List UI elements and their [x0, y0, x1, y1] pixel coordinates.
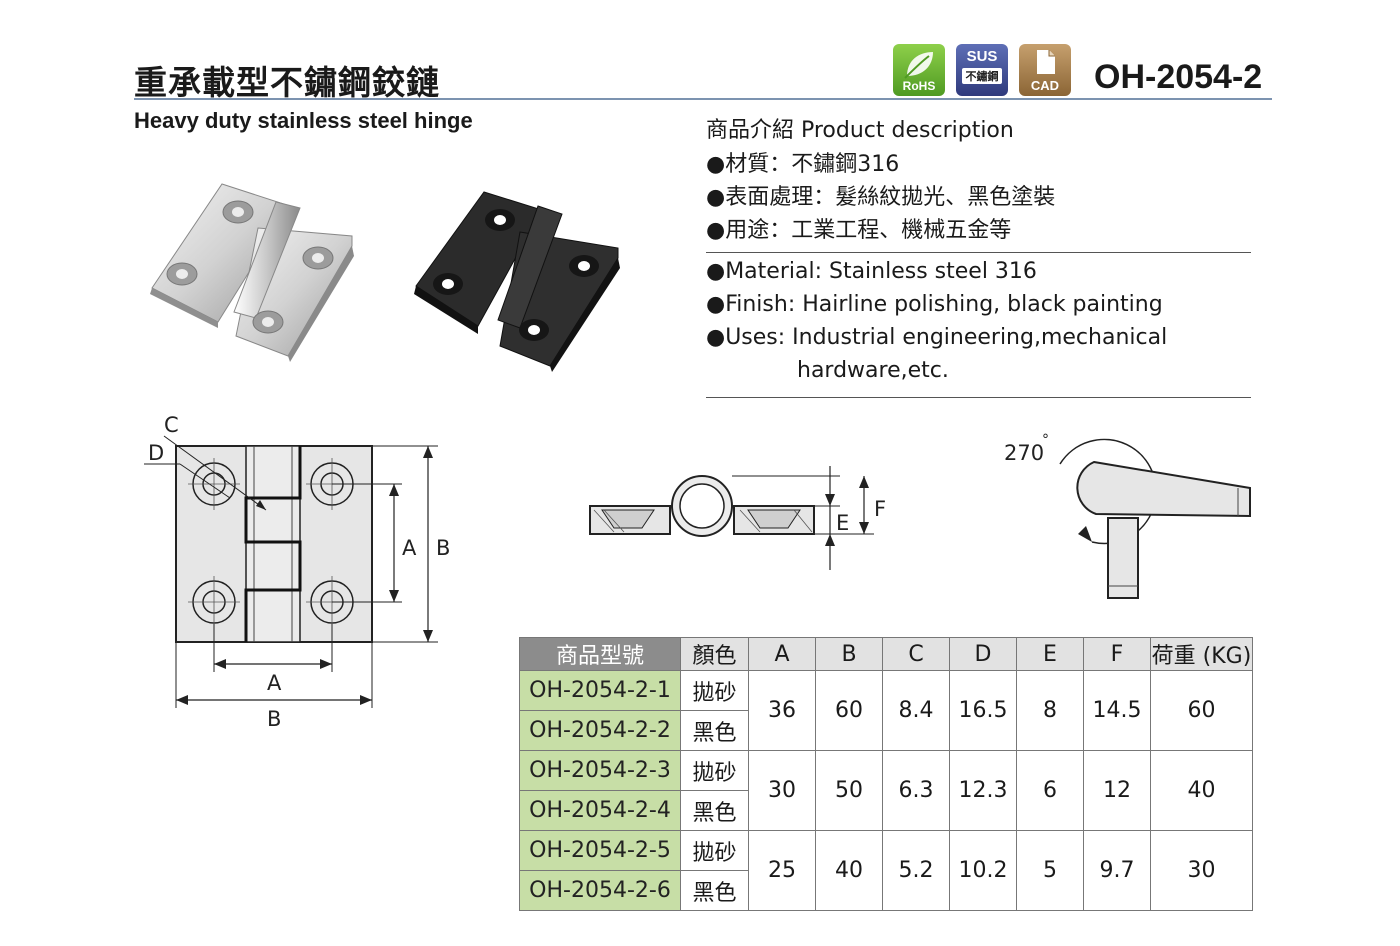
dimension-label-b-horizontal: B: [267, 707, 281, 731]
value-d: 10.2: [949, 830, 1017, 911]
table-row: OH-2054-2-4 黑色: [519, 790, 1253, 831]
table-row: OH-2054-2-6 黑色: [519, 870, 1253, 911]
value-b: 40: [815, 830, 883, 911]
table-row: OH-2054-2-1 拋砂 36 60 8.4 16.5 8 14.5 60: [519, 670, 1253, 751]
header-c: C: [882, 637, 950, 671]
value-load: 30: [1150, 830, 1253, 911]
value-e: 5: [1016, 830, 1084, 911]
header-load: 荷重 (KG): [1150, 637, 1253, 671]
color-cell: 黑色: [680, 870, 749, 911]
table-row: OH-2054-2-3 拋砂 30 50 6.3 12.3 6 12 40: [519, 750, 1253, 831]
table-row: OH-2054-2-2 黑色: [519, 710, 1253, 751]
value-d: 16.5: [949, 670, 1017, 751]
header-d: D: [949, 637, 1017, 671]
header-model: 商品型號: [519, 637, 681, 671]
page-title: 重承載型不鏽鋼鉸鏈: [134, 63, 440, 102]
dimension-label-a-horizontal: A: [267, 671, 282, 695]
dimension-label-a-vertical: A: [402, 536, 417, 560]
model-cell: OH-2054-2-3: [519, 750, 681, 791]
cad-badge: CAD: [1019, 44, 1071, 96]
description-divider: [706, 397, 1251, 398]
value-load: 60: [1150, 670, 1253, 751]
value-f: 12: [1083, 750, 1151, 831]
model-cell: OH-2054-2-6: [519, 870, 681, 911]
leaf-icon: [904, 52, 933, 79]
header-f: F: [1083, 637, 1151, 671]
value-c: 8.4: [882, 670, 950, 751]
model-code: OH-2054-2: [1094, 58, 1263, 96]
model-cell: OH-2054-2-1: [519, 670, 681, 711]
description-line: ●表面處理：髮絲紋拋光、黑色塗裝: [706, 185, 1056, 210]
color-cell: 黑色: [680, 710, 749, 751]
header-e: E: [1016, 637, 1084, 671]
model-cell: OH-2054-2-2: [519, 710, 681, 751]
header-color: 顏色: [680, 637, 749, 671]
value-d: 12.3: [949, 750, 1017, 831]
rohs-badge: RoHS: [893, 44, 945, 96]
dimension-label-e: E: [836, 511, 849, 535]
value-c: 5.2: [882, 830, 950, 911]
rohs-label: RoHS: [902, 79, 936, 93]
side-view-drawing: E F: [589, 466, 886, 570]
value-b: 50: [815, 750, 883, 831]
rotation-view-drawing: 270 °: [1004, 432, 1251, 599]
dimension-label-d: D: [148, 441, 164, 465]
color-cell: 拋砂: [680, 750, 749, 791]
table-header-row: 商品型號 顏色 A B C D E F 荷重 (KG): [519, 637, 1253, 671]
value-e: 8: [1016, 670, 1084, 751]
color-cell: 黑色: [680, 790, 749, 831]
hinge-photo-black: [414, 191, 620, 372]
value-c: 6.3: [882, 750, 950, 831]
color-cell: 拋砂: [680, 670, 749, 711]
value-a: 36: [748, 670, 816, 751]
description-line: ●用途：工業工程、機械五金等: [706, 218, 1012, 243]
sus-sublabel: 不鏽鋼: [962, 68, 1002, 84]
color-cell: 拋砂: [680, 830, 749, 871]
sus-badge: SUS 不鏽鋼: [956, 44, 1008, 96]
description-line: ●Uses: Industrial engineering,mechanical: [706, 325, 1168, 350]
value-f: 14.5: [1083, 670, 1151, 751]
description-heading: 商品介紹 Product description: [706, 118, 1014, 143]
rotation-angle-label: 270: [1004, 441, 1044, 465]
value-e: 6: [1016, 750, 1084, 831]
degree-symbol: °: [1042, 432, 1049, 448]
description-divider: [706, 252, 1251, 253]
model-cell: OH-2054-2-5: [519, 830, 681, 871]
dimension-label-f: F: [874, 497, 886, 521]
value-f: 9.7: [1083, 830, 1151, 911]
sus-label: SUS: [966, 48, 998, 65]
spec-table: 商品型號 顏色 A B C D E F 荷重 (KG) OH-2054-2-1 …: [519, 637, 1253, 911]
header-b: B: [815, 637, 883, 671]
value-a: 25: [748, 830, 816, 911]
document-icon: [1037, 50, 1055, 74]
description-line: ●Finish: Hairline polishing, black paint…: [706, 292, 1163, 317]
description-line: hardware,etc.: [797, 358, 949, 383]
front-view-drawing: C D A B A B: [144, 413, 450, 731]
header-a: A: [748, 637, 816, 671]
value-a: 30: [748, 750, 816, 831]
description-line: ●材質：不鏽鋼316: [706, 152, 900, 177]
page-subtitle: Heavy duty stainless steel hinge: [134, 108, 473, 133]
dimension-label-c: C: [164, 413, 179, 437]
description-line: ●Material: Stainless steel 316: [706, 259, 1037, 284]
cad-label: CAD: [1030, 78, 1060, 93]
hinge-photo-silver: [150, 183, 354, 362]
model-cell: OH-2054-2-4: [519, 790, 681, 831]
title-divider: [134, 98, 1272, 100]
value-load: 40: [1150, 750, 1253, 831]
table-row: OH-2054-2-5 拋砂 25 40 5.2 10.2 5 9.7 30: [519, 830, 1253, 911]
dimension-label-b-vertical: B: [436, 536, 450, 560]
value-b: 60: [815, 670, 883, 751]
